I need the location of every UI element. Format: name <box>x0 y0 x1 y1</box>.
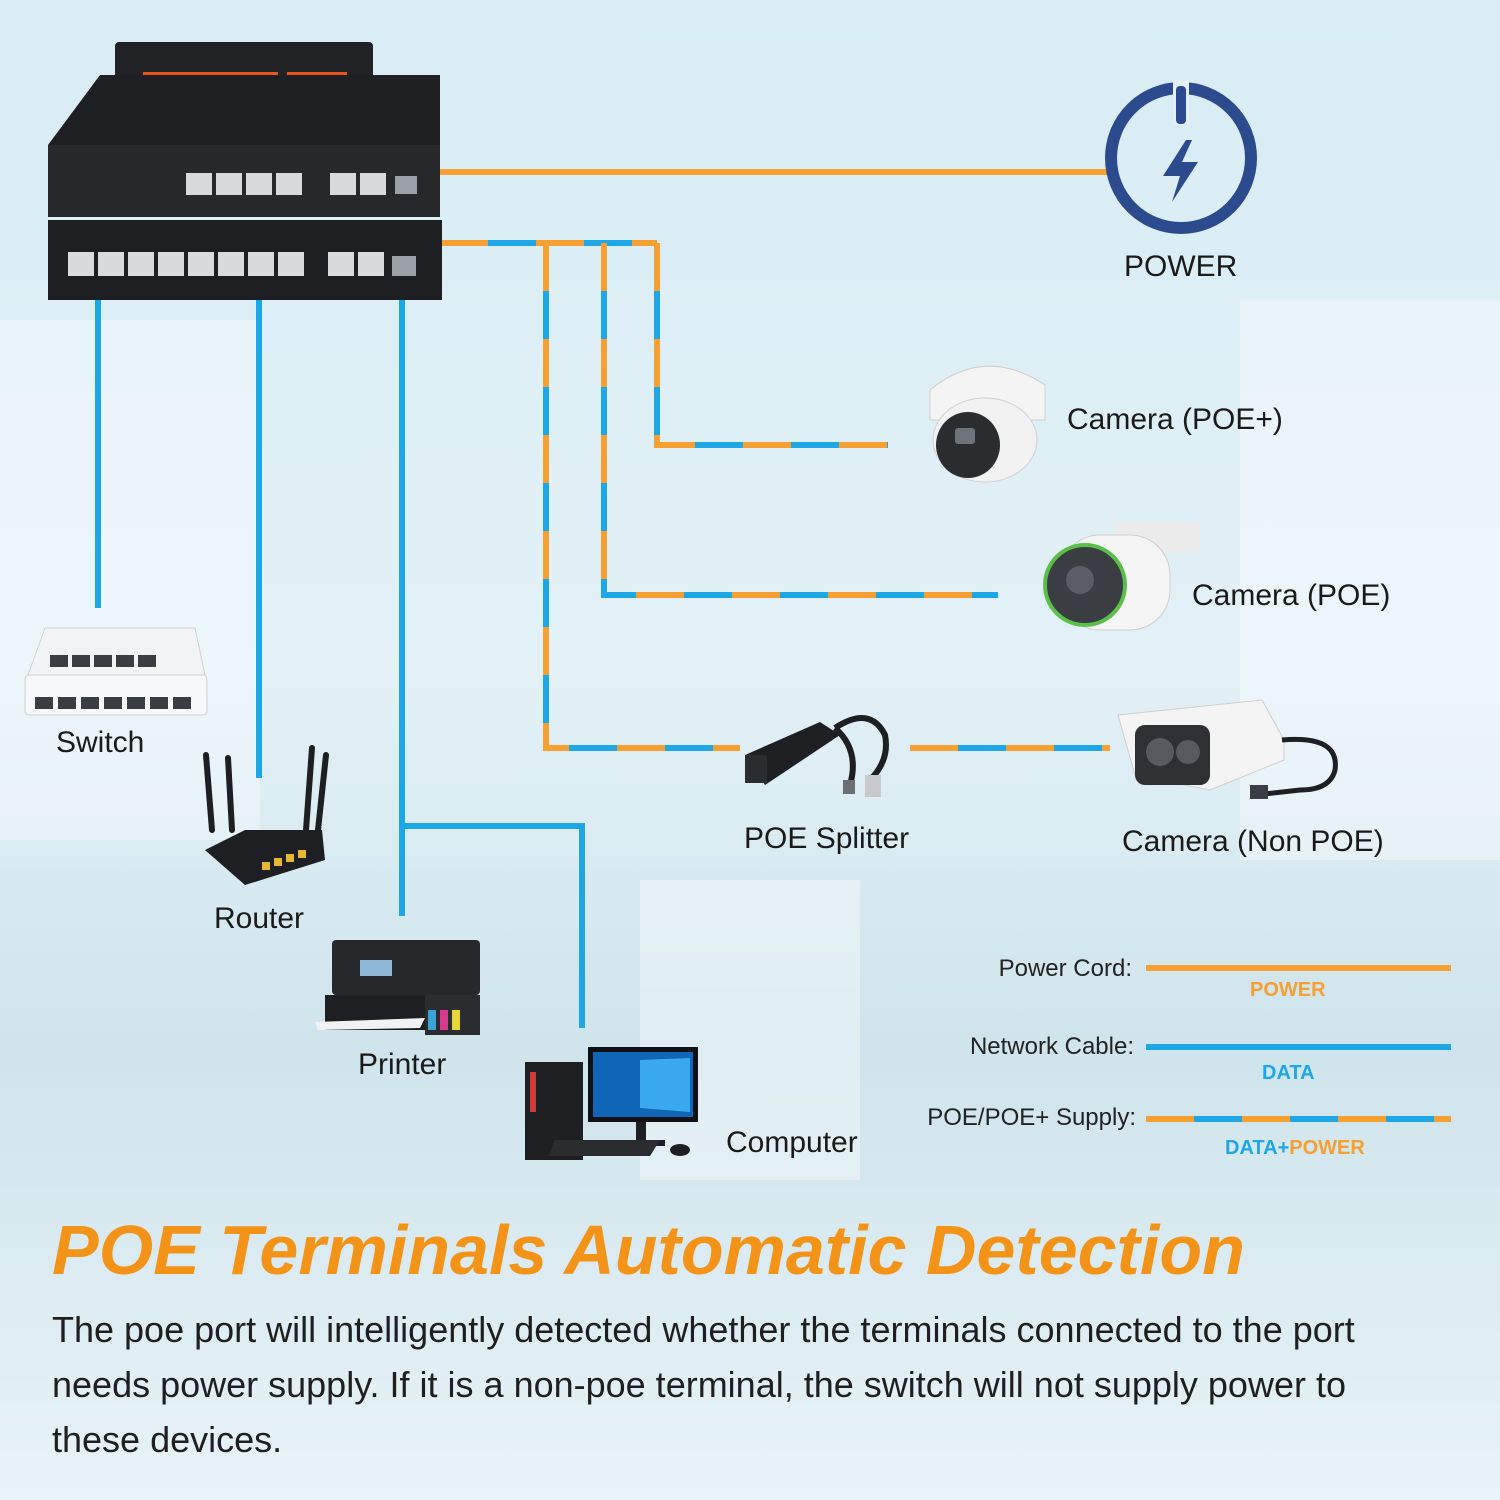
power-label: POWER <box>1124 250 1238 283</box>
legend-power-part: POWER <box>1289 1137 1365 1159</box>
poe-cable-splitter-power <box>543 243 740 751</box>
poe-cable-camera-poe-power <box>601 243 998 598</box>
background-block <box>1240 300 1500 860</box>
printer-label: Printer <box>358 1048 447 1081</box>
legend-power-cord-label: Power Cord: <box>998 955 1132 982</box>
router-label: Router <box>214 902 305 935</box>
camera-poe-plus-label: Camera (POE+) <box>1067 403 1283 436</box>
switch-icon <box>24 627 208 716</box>
camera-non-poe-label: Camera (Non POE) <box>1122 825 1384 858</box>
camera-poe-icon <box>1043 522 1200 631</box>
headline: POE Terminals Automatic Detection <box>52 1211 1245 1289</box>
computer-icon <box>525 1047 698 1160</box>
camera-poe-label: Camera (POE) <box>1192 579 1391 612</box>
power-icon <box>1105 80 1257 234</box>
poe-splitter-label: POE Splitter <box>744 822 910 855</box>
poe-cable-splitter-data <box>543 243 740 751</box>
background-block <box>640 880 860 1180</box>
printer-icon <box>315 940 480 1035</box>
legend-power-tag: POWER <box>1250 979 1326 1001</box>
legend-network-cable-label: Network Cable: <box>969 1033 1134 1060</box>
legend-plus-part: + <box>1277 1137 1290 1159</box>
background-block <box>0 320 260 840</box>
router-icon <box>203 745 329 885</box>
poe-switch-stack <box>48 42 442 300</box>
poe-splitter-icon <box>745 715 889 797</box>
switch-label: Switch <box>56 726 145 759</box>
poe-cable-camera-poe-plus-power <box>654 243 888 448</box>
poe-cable-camera-poe-plus-data <box>654 243 888 448</box>
legend-data-part: DATA <box>1225 1137 1278 1159</box>
computer-label: Computer <box>726 1126 858 1159</box>
description-text: The poe port will intelligently detected… <box>52 1309 1355 1460</box>
cables <box>95 169 1451 1122</box>
network-cable-computer <box>402 823 585 1028</box>
legend-poe-supply-label: POE/POE+ Supply: <box>927 1104 1136 1131</box>
camera-poe-plus-icon <box>929 365 1046 483</box>
legend-data-power-tag: DATA+POWER <box>1225 1137 1365 1160</box>
legend-data-tag: DATA <box>1262 1062 1315 1084</box>
camera-non-poe-icon <box>1117 699 1338 799</box>
